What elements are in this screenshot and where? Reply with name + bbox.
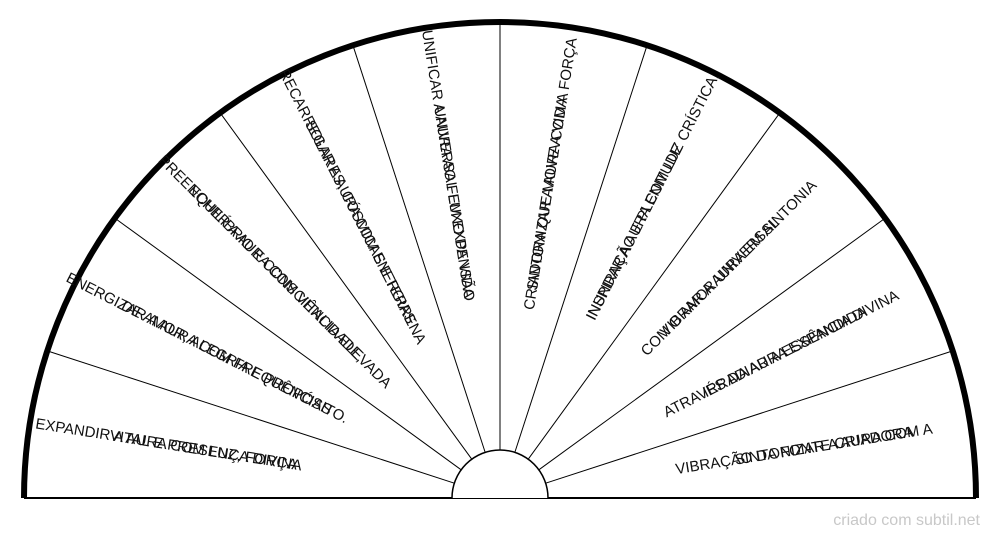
segment-divider [545, 351, 951, 484]
segment-divider [116, 218, 462, 471]
center-semicircle [451, 449, 549, 499]
segment-divider [353, 47, 486, 453]
segment-label: UNIVERSAL EM EXPANSÃO [430, 105, 478, 302]
segment-divider [49, 351, 455, 484]
segment-divider [527, 114, 780, 460]
footer-credit: criado com subtil.net [833, 512, 980, 529]
segment-divider [220, 114, 473, 460]
segment-label: ATRAVÉS DA AURA EXPANDIDA [661, 303, 870, 421]
segment-dividers [49, 24, 951, 484]
segment-label: VIBRAÇÃO DA FONTE CRIADORA [674, 424, 914, 478]
segment-label: CRIADORA QUE MOVE A VIDA [521, 96, 571, 311]
segment-label: INSPIRAÇÃO E PLENITUDE [583, 142, 687, 324]
segment-divider [538, 218, 884, 471]
segment-divider [514, 47, 647, 453]
segment-label: COM O AMOR UNIVERSAL [638, 214, 783, 359]
outer-arc [21, 19, 979, 499]
segment-label: VITAL E PRESENÇA DIVINA [109, 427, 304, 474]
